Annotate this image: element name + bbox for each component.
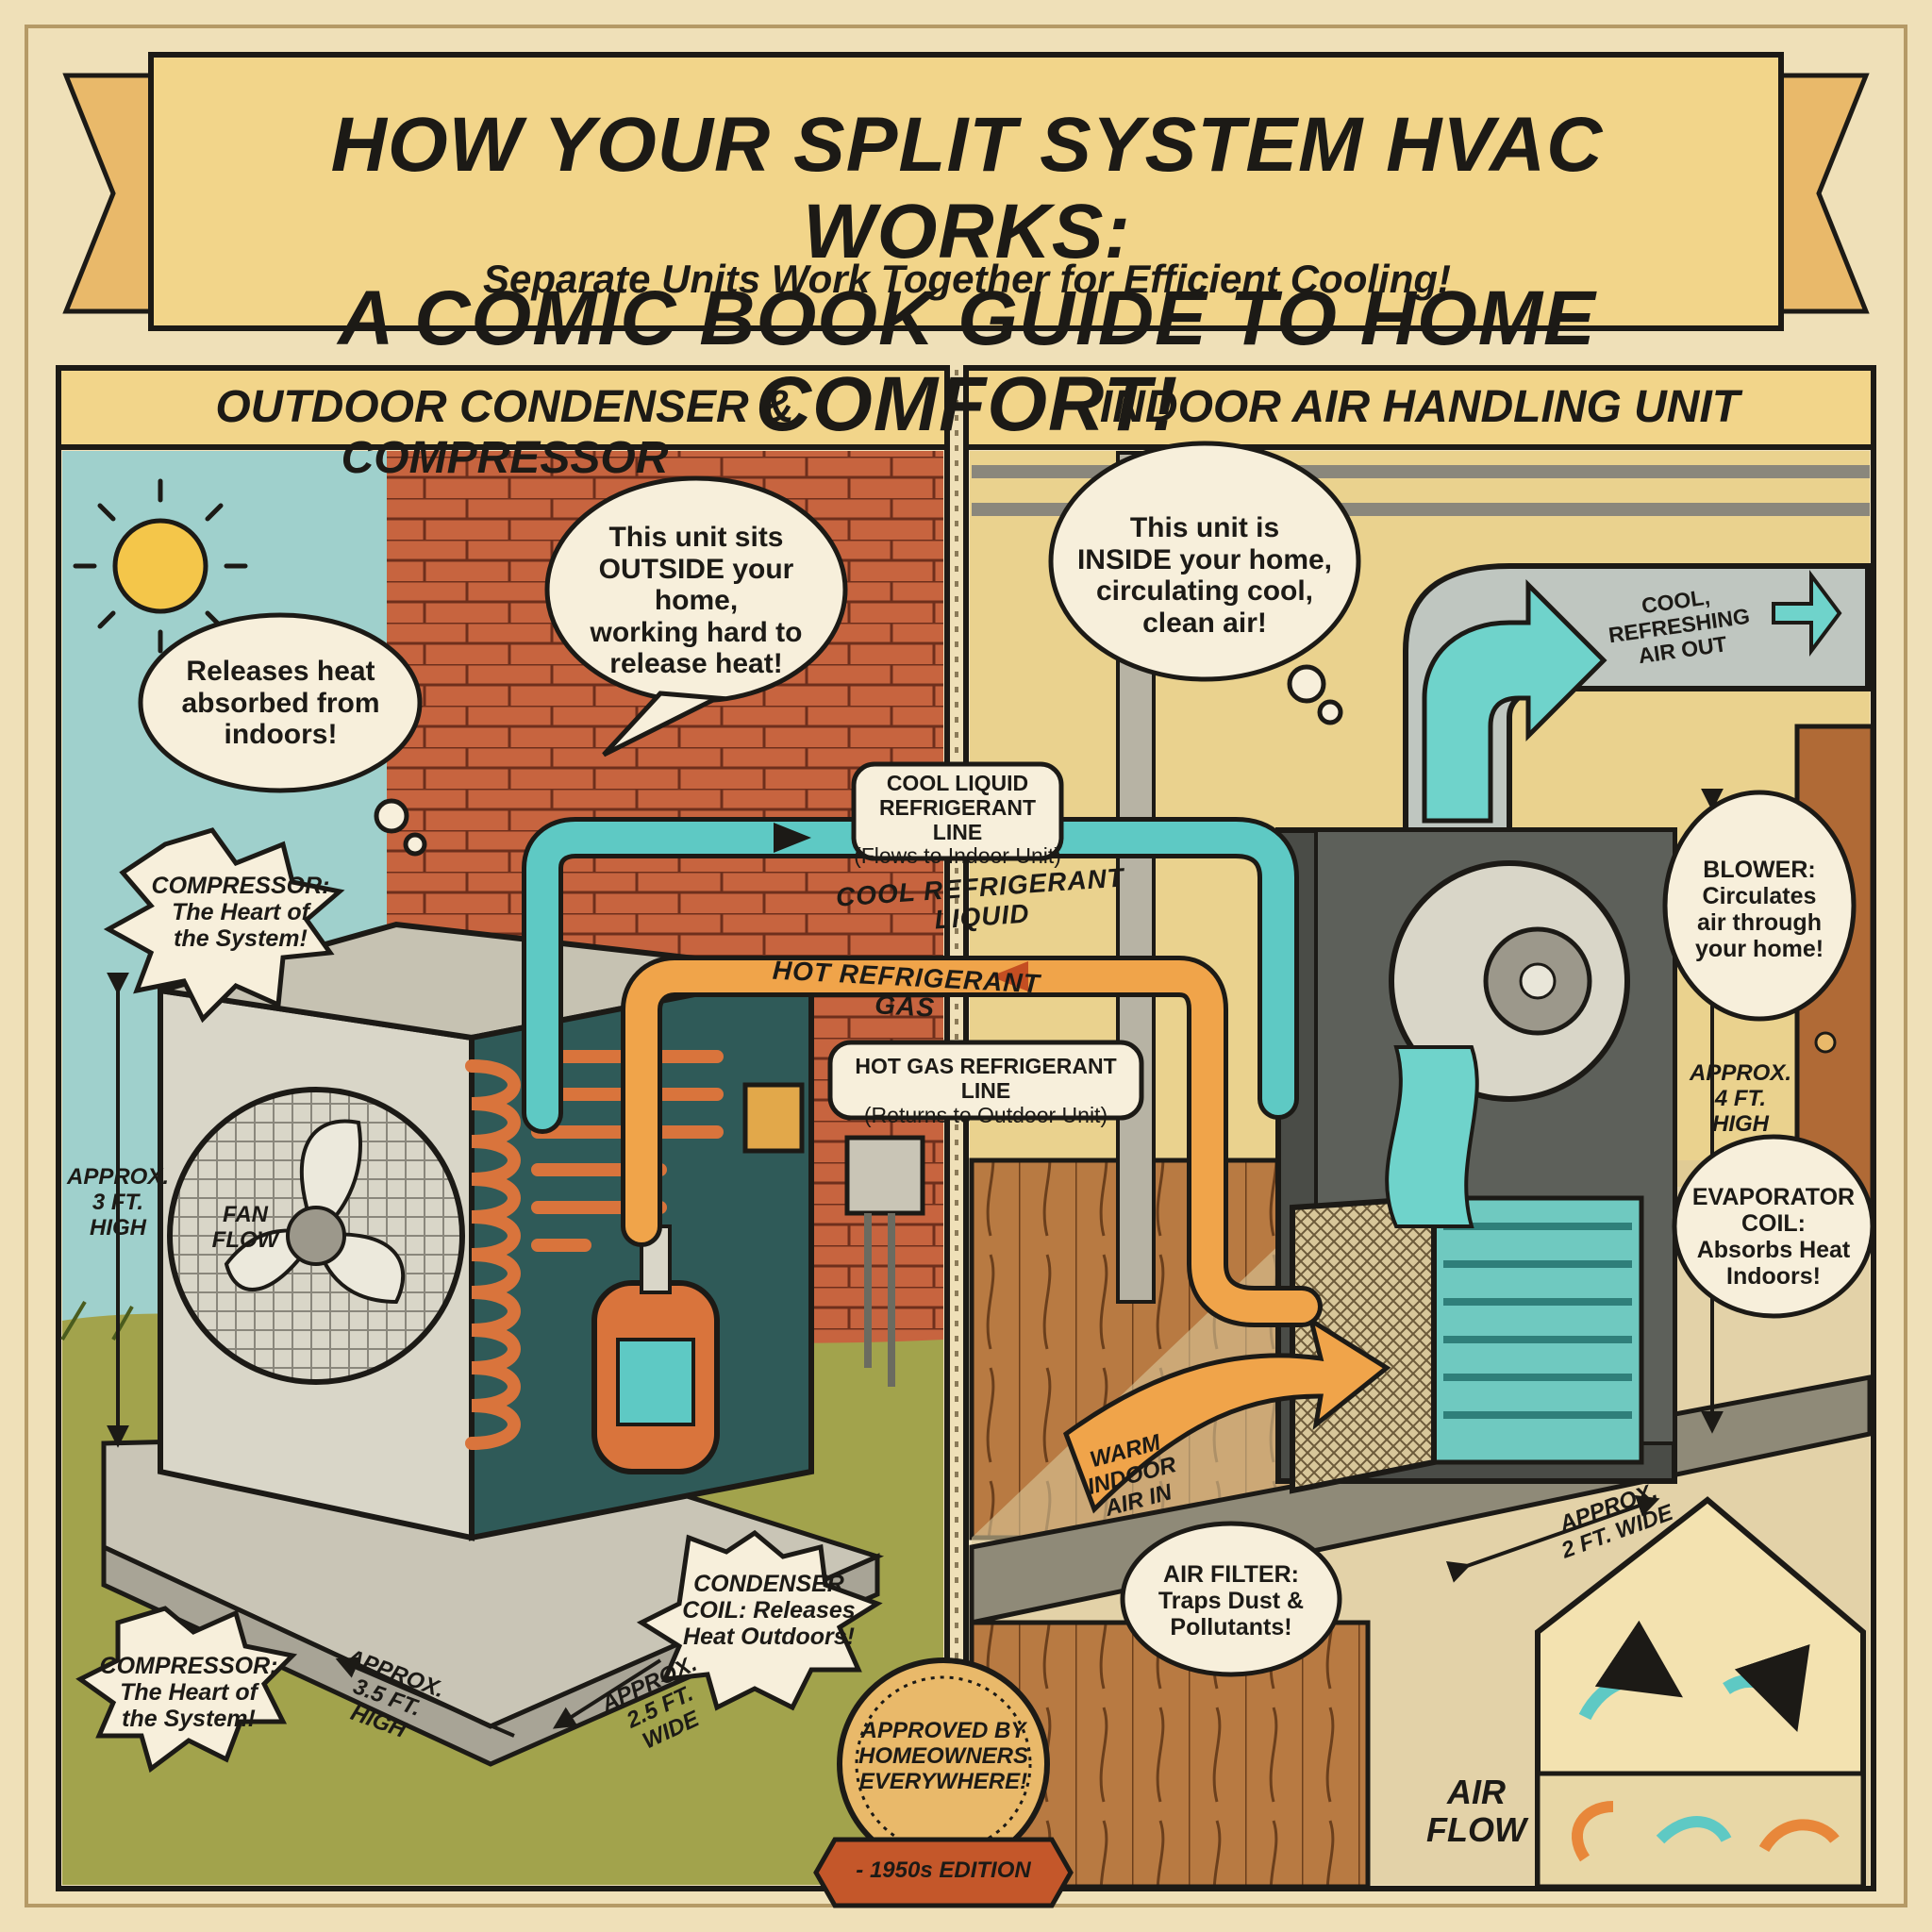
cool-flow-arrow-icon [774,823,811,853]
dim-height-indoor: APPROX.4 FT.HIGH [1689,1060,1792,1137]
hot-gas-line [625,960,1318,1323]
seal-ribbon: - 1950s EDITION [856,1857,1031,1883]
cool-liquid-line [526,822,1294,1129]
approved-seal [813,1657,1074,1908]
title-line-2: A COMIC BOOK GUIDE TO HOME COMFORT! [338,275,1596,448]
fan-blades-icon [224,1119,406,1305]
outdoor-panel-header: OUTDOOR CONDENSER & COMPRESSOR [215,382,794,483]
refrigerant-lines [522,817,1323,1327]
dim-height-side: APPROX.3 FT.HIGH [66,1164,170,1241]
compressor [591,1224,720,1474]
page-title: HOW YOUR SPLIT SYSTEM HVAC WORKS: A COMI… [160,102,1774,448]
title-banner [62,52,1870,331]
hot-line-callout: HOT GAS REFRIGERANT LINE(Returns to Outd… [855,1054,1117,1127]
hot-flow-arrow-icon [991,961,1028,991]
indoor-panel [963,365,1876,1891]
bubbles [75,441,1875,1774]
cool-air-out-arrow [1422,578,1607,824]
indoor-panel-header: INDOOR AIR HANDLING UNIT [1099,382,1740,432]
title-line-1: HOW YOUR SPLIT SYSTEM HVAC WORKS: [330,102,1604,275]
evaporator-coil [1431,1195,1644,1465]
filter-callout: AIR FILTER:Traps Dust &Pollutants! [1158,1561,1305,1641]
house-airflow-icon [1535,1496,1866,1890]
outdoor-panel [56,365,950,1891]
warm-air-in-arrow [1062,1315,1391,1514]
sun-icon [73,478,248,654]
air-filter [1290,1194,1437,1494]
page-subtitle: Separate Units Work Together for Efficie… [483,257,1451,301]
